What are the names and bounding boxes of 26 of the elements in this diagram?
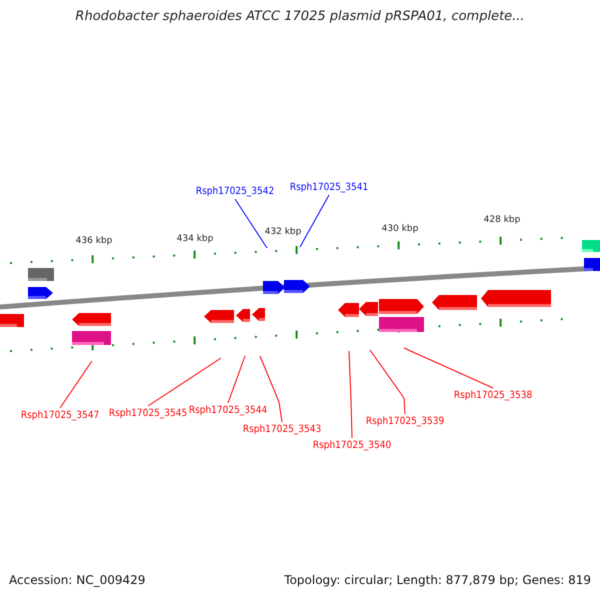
gene-label: Rsph17025_3547 [20,409,100,422]
leader-line [60,360,92,408]
scale-label: 434 kbp [176,233,214,246]
gene-label: Rsph17025_3542 [196,185,274,198]
gene-label: Rsph17025_3544 [188,404,268,417]
leader-line [260,356,282,422]
gene-label: Rsph17025_3539 [366,415,444,428]
leader-line [348,350,352,438]
leader-line [148,358,222,406]
gene-label: Rsph17025_3540 [312,439,392,452]
scale-label: 428 kbp [484,214,520,227]
leader-line [370,350,406,414]
gene-label: Rsph17025_3541 [290,181,368,194]
gene-label: Rsph17025_3543 [242,423,322,436]
scale-label: 432 kbp [264,226,302,239]
leader-line [300,194,330,248]
scale-label: 430 kbp [382,223,418,236]
gene-label: Rsph17025_3545 [108,407,188,420]
gene-label: Rsph17025_3538 [454,389,532,402]
leader-line [234,198,268,248]
genome-summary: Topology: circular; Length: 877,879 bp; Genes: 819 [284,574,591,587]
leader-line [228,356,246,404]
accession-note: Accession: NC_009429 [9,574,146,587]
title: Rhodobacter sphaeroides ATCC 17025 plasmid pRSPA01, complete... [74,10,526,23]
leader-line [404,348,494,388]
scale-label: 436 kbp [76,235,112,248]
